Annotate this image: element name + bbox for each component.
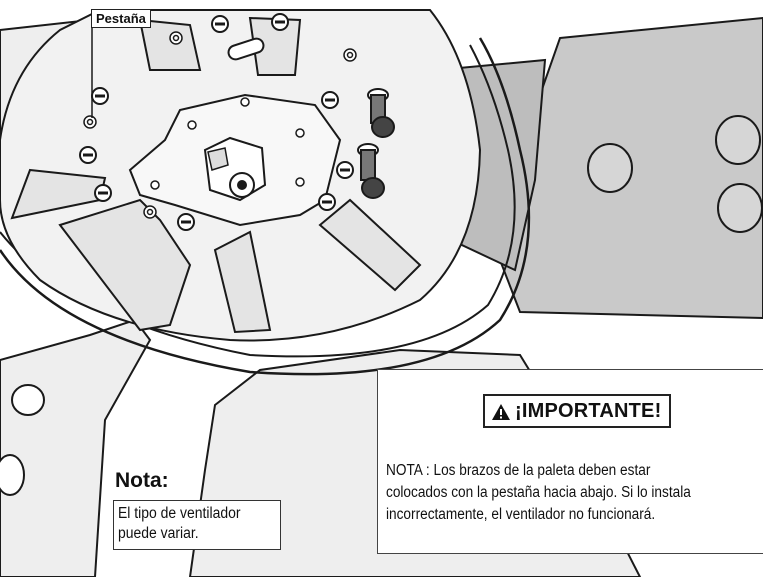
important-notice: ¡IMPORTANTE! NOTA : Los brazos de la pal… xyxy=(377,369,763,554)
tab-rivets xyxy=(83,31,357,219)
important-badge: ¡IMPORTANTE! xyxy=(483,394,672,428)
plate-hole xyxy=(187,120,197,130)
blade-hole xyxy=(11,384,45,416)
notice-line: colocados con la pestaña hacia abajo. Si… xyxy=(386,484,691,501)
note-heading: Nota: xyxy=(115,469,169,492)
plate-hole xyxy=(240,97,250,107)
note-line: puede variar. xyxy=(118,525,199,542)
spokes xyxy=(10,16,422,334)
blade-hole xyxy=(587,143,633,193)
warning-icon xyxy=(492,403,510,420)
disc-slot xyxy=(227,37,265,61)
blade-hole xyxy=(715,115,761,165)
tab-callout-label: Pestaña xyxy=(91,9,151,28)
blade-hole xyxy=(717,183,763,233)
outer-ring xyxy=(0,37,531,376)
important-heading: ¡IMPORTANTE! xyxy=(515,400,662,422)
blade-arm-bolts xyxy=(357,88,395,199)
motor-shaft-core xyxy=(237,180,247,190)
notice-text: NOTA : Los brazos de la paleta deben est… xyxy=(386,460,763,526)
blade-hole xyxy=(0,454,25,496)
plate-hole xyxy=(295,128,305,138)
notice-line: incorrectamente, el ventilador no funcio… xyxy=(386,506,656,523)
screw-slots xyxy=(83,20,350,224)
note-box: El tipo de ventilador puede variar. xyxy=(113,500,281,550)
set-screw xyxy=(207,147,229,171)
plate-hole xyxy=(295,177,305,187)
note-line: El tipo de ventilador xyxy=(118,505,241,522)
notice-line: NOTA : Los brazos de la paleta deben est… xyxy=(386,462,651,479)
plate-hole xyxy=(150,180,160,190)
lower-left-blade xyxy=(0,318,152,577)
